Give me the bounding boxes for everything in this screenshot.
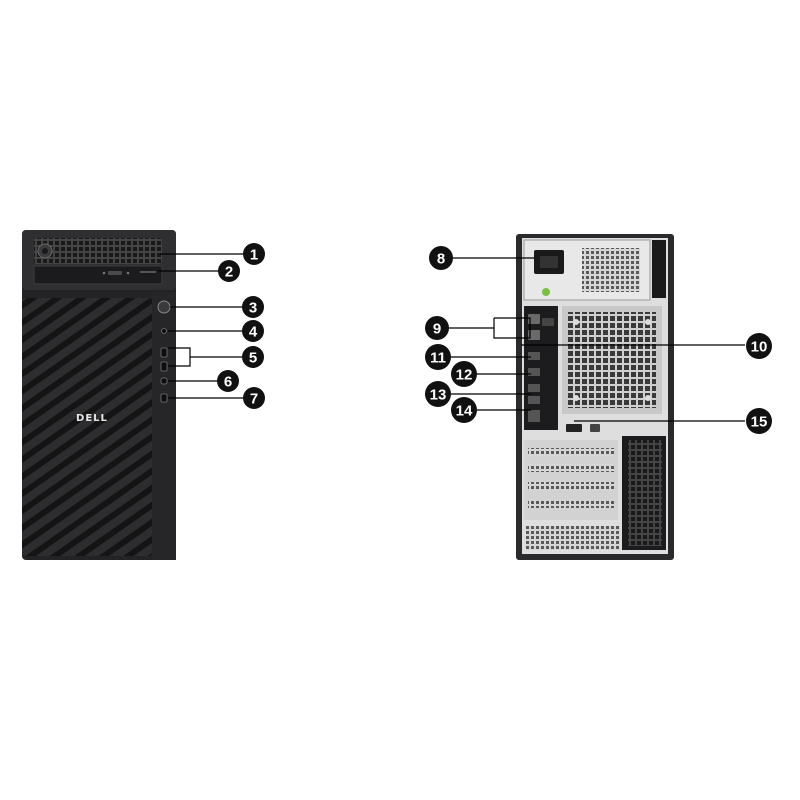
callout-7: 7 [243,387,265,409]
callout-badges: 1 2 3 4 5 6 7 8 [217,243,772,434]
front-io-strip [152,292,176,560]
svg-text:12: 12 [456,367,473,384]
callout-4: 4 [242,320,264,342]
callout-2: 2 [218,260,240,282]
svg-text:14: 14 [456,403,473,420]
callout-5: 5 [242,346,264,368]
psu-vent [582,248,640,292]
power-button-icon[interactable] [157,300,171,314]
callout-6: 6 [217,370,239,392]
svg-text:7: 7 [250,391,258,408]
leader-lines [158,253,745,422]
callout-15: 15 [746,408,772,434]
svg-text:3: 3 [249,300,257,317]
callout-13: 13 [425,381,451,407]
svg-text:2: 2 [225,264,233,281]
callout-8: 8 [429,246,453,270]
rear-bottom-vent [526,526,620,550]
svg-text:10: 10 [751,339,768,356]
svg-text:4: 4 [249,324,258,341]
front-top-vent [34,238,162,264]
rear-view [516,234,674,560]
svg-text:6: 6 [224,374,232,391]
callout-9: 9 [425,316,449,340]
svg-text:8: 8 [437,251,445,268]
svg-text:5: 5 [249,350,257,367]
svg-text:15: 15 [751,414,768,431]
callout-14: 14 [451,397,477,423]
front-view: DELL [22,230,176,560]
brand-logo: DELL [76,413,108,424]
lock-slot-icon[interactable] [566,424,582,432]
front-mesh-panel [22,298,152,556]
callout-12: 12 [451,361,477,387]
svg-text:11: 11 [430,350,446,367]
callout-11: 11 [425,344,451,370]
optical-drive [33,265,163,285]
callout-3: 3 [242,296,264,318]
svg-text:1: 1 [250,247,258,264]
svg-text:9: 9 [433,321,441,338]
callout-10: 10 [746,333,772,359]
callout-1: 1 [243,243,265,265]
svg-text:13: 13 [430,387,447,404]
